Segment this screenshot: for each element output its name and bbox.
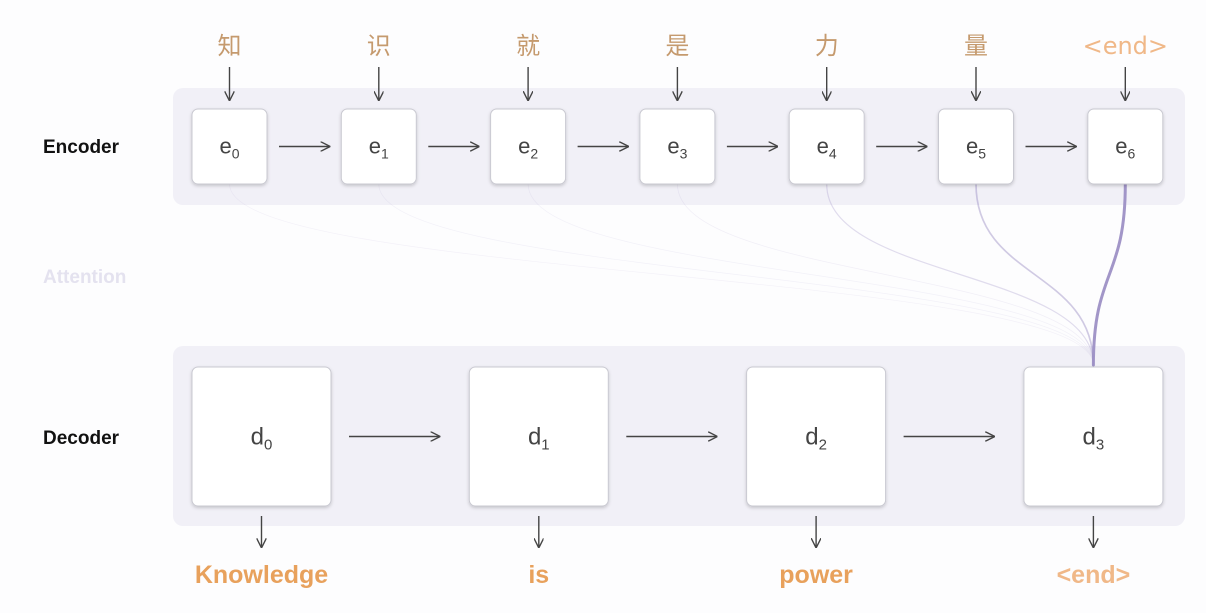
decoder-state-0-base: d — [251, 424, 264, 451]
encoder-input-3: 是 — [665, 32, 689, 60]
encoder-state-6-subscript: 6 — [1128, 146, 1136, 162]
encoder-state-5: e5 — [966, 134, 986, 162]
encoder-input-0: 知 — [218, 32, 242, 60]
encoder-node-5 — [938, 108, 1014, 185]
decoder-output-1: is — [528, 561, 549, 589]
attention-curve-2 — [527, 183, 1094, 366]
encoder-input-2: 就 — [516, 32, 540, 60]
decoder-state-1-subscript: 1 — [541, 437, 549, 454]
attention-curve-1 — [378, 183, 1094, 366]
decoder-node-0 — [191, 366, 332, 507]
attention-curve-5 — [975, 183, 1095, 366]
encoder-state-4-base: e — [817, 134, 829, 159]
encoder-node-2 — [490, 108, 567, 185]
encoder-node-4 — [788, 108, 865, 185]
encoder-state-3: e3 — [667, 134, 687, 162]
encoder-state-2-subscript: 2 — [530, 146, 538, 162]
decoder-state-3-base: d — [1083, 424, 1096, 451]
encoder-state-0-subscript: 0 — [232, 146, 240, 162]
decoder-state-3-subscript: 3 — [1096, 437, 1104, 454]
encoder-input-6: <end> — [1083, 32, 1168, 60]
encoder-state-2-base: e — [518, 134, 530, 159]
decoder-state-2: d2 — [805, 424, 827, 454]
encoder-state-1-base: e — [369, 134, 381, 159]
decoder-node-2 — [746, 366, 887, 507]
decoder-state-1-base: d — [528, 424, 541, 451]
encoder-label: Encoder — [43, 137, 120, 158]
decoder-state-1: d1 — [528, 424, 550, 454]
decoder-node-3 — [1023, 366, 1164, 507]
decoder-output-2: power — [779, 561, 853, 589]
encoder-state-4: e4 — [817, 134, 837, 162]
decoder-state-0-subscript: 0 — [264, 437, 272, 454]
encoder-state-0-base: e — [219, 134, 231, 159]
encoder-node-3 — [639, 108, 716, 185]
attention-curve-3 — [677, 183, 1094, 366]
encoder-state-3-subscript: 3 — [680, 146, 688, 162]
encoder-state-2: e2 — [518, 134, 538, 162]
encoder-input-1: 识 — [367, 32, 391, 60]
attention-connections — [229, 182, 1127, 367]
encoder-state-6: e6 — [1115, 134, 1135, 162]
encoder-state-6-base: e — [1115, 134, 1127, 159]
decoder-state-0: d0 — [251, 424, 273, 454]
encoder-state-4-subscript: 4 — [829, 146, 837, 162]
attention-curve-6 — [1091, 182, 1127, 367]
decoder-state-2-subscript: 2 — [819, 437, 827, 454]
attention-curve-4 — [826, 183, 1094, 366]
encoder-node-1 — [340, 108, 417, 185]
encoder-state-0: e0 — [219, 134, 239, 162]
attention-curve-0 — [229, 183, 1094, 366]
decoder-output-3: <end> — [1057, 561, 1131, 589]
decoder-node-1 — [468, 366, 609, 507]
encoder-state-1-subscript: 1 — [381, 146, 389, 162]
encoder-state-5-subscript: 5 — [978, 146, 986, 162]
encoder-state-1: e1 — [369, 134, 389, 162]
decoder-state-3: d3 — [1083, 424, 1105, 454]
encoder-node-6 — [1087, 108, 1164, 185]
encoder-state-3-base: e — [667, 134, 679, 159]
encoder-input-4: 力 — [815, 32, 839, 60]
decoder-label: Decoder — [43, 428, 120, 449]
decoder-output-0: Knowledge — [195, 561, 328, 589]
encoder-input-5: 量 — [964, 32, 988, 60]
attention-label: Attention — [43, 267, 126, 288]
decoder-state-2-base: d — [805, 424, 818, 451]
encoder-state-5-base: e — [966, 134, 978, 159]
encoder-node-0 — [191, 108, 268, 185]
